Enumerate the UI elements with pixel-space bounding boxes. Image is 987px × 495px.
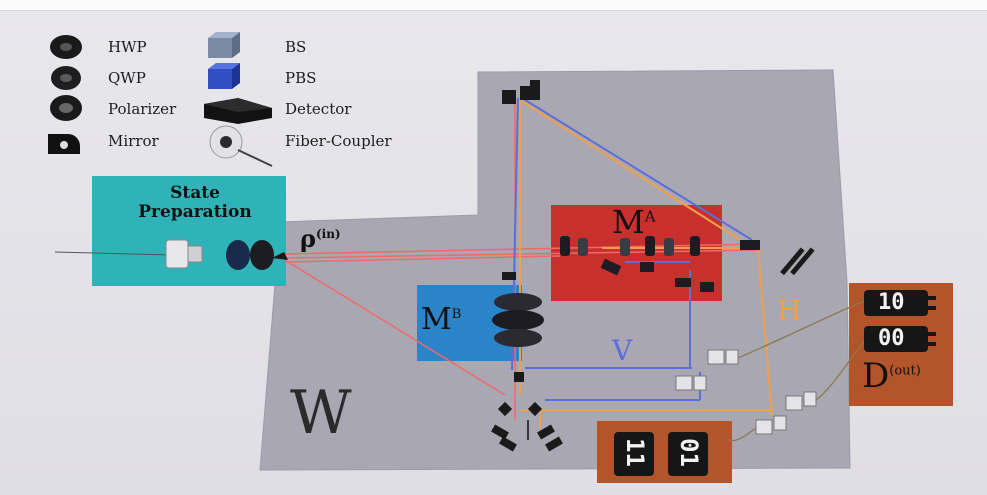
qwp-icon <box>51 66 81 90</box>
bottom-detectors <box>614 432 708 476</box>
legend-label-hwp: HWP <box>108 38 147 56</box>
state-preparation-line2: Preparation <box>138 202 252 222</box>
rho-in-label: ρ(in) <box>300 224 341 253</box>
detector-readout-bottom-right: 01 <box>675 438 703 467</box>
h-beam <box>519 99 773 428</box>
detector-readout-out-top: 10 <box>878 290 905 315</box>
state-preparation-line1: State <box>170 183 220 203</box>
m-a-sup: A <box>644 207 656 226</box>
window-top-edge <box>0 0 987 11</box>
d-out-detectors <box>864 290 936 352</box>
h-label: H <box>777 294 802 327</box>
beam-splitter-icon <box>208 32 240 58</box>
legend-label-detector: Detector <box>285 100 352 118</box>
mirror-icon <box>48 134 80 154</box>
state-preparation-box <box>92 176 286 286</box>
detector-readout-bottom-left: 11 <box>621 438 649 467</box>
input-fiber <box>54 251 173 256</box>
d-out-base: D <box>862 356 890 396</box>
m-a-base: M <box>612 203 645 241</box>
legend-label-fiber-coupler: Fiber-Coupler <box>285 132 392 150</box>
fiber-cables <box>727 299 867 442</box>
legend-label-polarizer: Polarizer <box>108 100 177 118</box>
hwp-icon <box>50 35 82 59</box>
rho-in-base: ρ <box>300 224 316 253</box>
legend-label-qwp: QWP <box>108 69 146 87</box>
legend-label-bs: BS <box>285 38 307 56</box>
w-label: W <box>290 378 352 448</box>
m-a-label: MA <box>612 203 656 241</box>
fiber-coupler-icon <box>209 125 273 167</box>
right-mirror <box>780 247 815 276</box>
legend-label-mirror: Mirror <box>108 132 159 150</box>
v-beam <box>511 97 753 401</box>
m-a-optics <box>560 236 760 292</box>
detector-readout-out-bottom: 00 <box>878 326 905 351</box>
v-label: V <box>612 334 633 367</box>
m-b-label: MB <box>421 302 461 337</box>
d-out-sup: (out) <box>889 363 921 379</box>
legend-label-pbs: PBS <box>285 69 317 87</box>
m-b-sup: B <box>451 307 462 322</box>
m-b-base: M <box>421 302 452 337</box>
top-mirror <box>502 80 540 104</box>
polarizing-beam-splitter-icon <box>208 63 240 89</box>
detector-icon <box>204 98 272 124</box>
state-prep-optics <box>165 239 288 270</box>
d-out-label: D(out) <box>862 356 921 396</box>
fiber-couplers <box>675 349 817 435</box>
polarizer-icon <box>50 95 82 121</box>
bottom-bs-cluster <box>491 372 563 452</box>
m-b-optics <box>492 272 544 347</box>
rho-in-sup: (in) <box>315 227 341 241</box>
state-preparation-title: State Preparation <box>110 184 280 222</box>
